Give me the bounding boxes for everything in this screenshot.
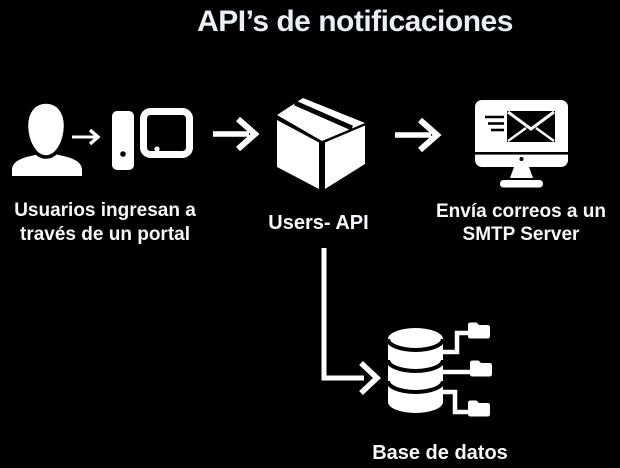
database-disk-separators <box>386 338 445 394</box>
monitor-stand <box>510 167 533 178</box>
page-title: API’s de notificaciones <box>197 5 513 38</box>
arrow-right-icon <box>395 117 442 153</box>
label-portal: Usuarios ingresan a través de un portal <box>2 199 208 247</box>
devices-icon <box>108 107 193 174</box>
folder-icon <box>470 360 492 377</box>
package-box-icon <box>277 98 365 189</box>
label-smtp-line1: Envía correos a un <box>435 201 606 222</box>
tablet-icon <box>140 108 193 158</box>
label-portal-line1: Usuarios ingresan a <box>14 200 196 221</box>
email-speed-lines <box>485 115 504 132</box>
monitor-bezel-line <box>475 152 568 155</box>
arrow-right-small-icon <box>72 128 101 146</box>
label-users-api: Users- API <box>268 212 369 234</box>
box-right-face <box>325 125 365 189</box>
folder-icon <box>468 400 490 417</box>
box-top-seam <box>293 100 354 131</box>
person-shoulders <box>12 150 82 176</box>
monitor-base <box>500 180 543 188</box>
person-head <box>24 100 68 159</box>
envelope-flap <box>507 110 555 131</box>
label-smtp-line2: SMTP Server <box>462 224 580 245</box>
person-icon <box>12 100 82 176</box>
label-database: Base de datos <box>372 442 508 464</box>
label-portal-line2: través de un portal <box>20 224 190 245</box>
elbow-arrow-icon <box>321 248 382 396</box>
box-top-face <box>277 98 365 141</box>
label-smtp: Envía correos a un SMTP Server <box>428 200 614 246</box>
monitor-email-icon <box>475 100 568 188</box>
box-left-face <box>277 120 319 189</box>
phone-icon <box>108 107 138 174</box>
database-icon <box>386 322 492 417</box>
envelope-folds <box>507 127 555 142</box>
folder-icon <box>468 322 490 339</box>
arrow-right-icon <box>213 116 260 152</box>
tablet-home-button <box>154 146 160 152</box>
folder-connectors <box>443 330 472 415</box>
monitor-camera-dot <box>519 157 524 161</box>
phone-home-button <box>120 151 126 157</box>
